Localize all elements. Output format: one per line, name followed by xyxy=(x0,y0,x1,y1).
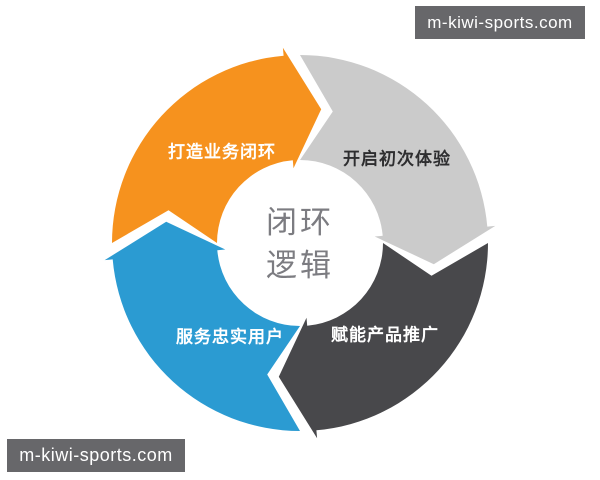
segment-arrow-serve-loyal-users xyxy=(104,221,300,431)
segment-label-start-first-experience: 开启初次体验 xyxy=(343,149,451,169)
segment-label-build-business-loop: 打造业务闭环 xyxy=(168,142,276,162)
center-title-line1: 闭环 xyxy=(266,205,334,240)
segment-arrow-start-first-experience xyxy=(300,55,496,265)
watermark-top-text: m-kiwi-sports.com xyxy=(427,12,573,32)
watermark-top-right: m-kiwi-sports.com xyxy=(415,6,585,39)
segment-label-serve-loyal-users: 服务忠实用户 xyxy=(176,327,284,347)
segment-arrow-empower-product-promotion xyxy=(278,243,488,439)
center-title-line2: 逻辑 xyxy=(266,248,334,283)
watermark-bottom-left: m-kiwi-sports.com xyxy=(7,439,185,472)
segment-arrow-build-business-loop xyxy=(112,47,322,243)
segment-label-empower-product-promotion: 赋能产品推广 xyxy=(331,325,439,345)
watermark-bottom-text: m-kiwi-sports.com xyxy=(19,445,173,465)
center-title: 闭环 逻辑 xyxy=(266,201,334,287)
